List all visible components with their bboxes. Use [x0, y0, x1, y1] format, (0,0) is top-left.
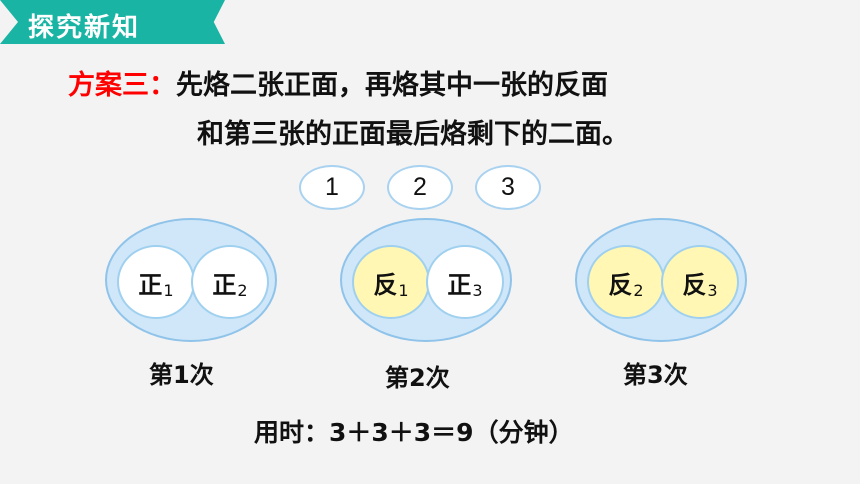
cake-face-text: 反	[682, 270, 707, 299]
cake-face-text: 正	[212, 270, 237, 299]
cake-face-text: 反	[608, 270, 633, 299]
cake-face-index: 3	[472, 280, 483, 300]
number-pill-2: 2	[387, 165, 453, 210]
cake-face-text: 反	[373, 270, 398, 299]
section-title: 探究新知	[28, 13, 141, 43]
plan-label: 方案三：	[68, 70, 176, 101]
cake-face-index: 1	[398, 280, 409, 300]
round-2-label: 第2次	[385, 364, 450, 392]
plan-text-1: 先烙二张正面，再烙其中一张的反面	[176, 70, 608, 101]
section-tag	[0, 0, 225, 44]
cake-face-index: 3	[707, 280, 718, 300]
plan-line-2: 和第三张的正面最后烙剩下的二面。	[197, 119, 629, 150]
cake-face-index: 2	[633, 280, 644, 300]
number-pill-1: 1	[299, 165, 365, 210]
cake-face-index: 2	[237, 280, 248, 300]
cake-face-index: 1	[163, 280, 174, 300]
round-3-label: 第3次	[623, 361, 688, 389]
time-summary: 用时：3＋3＋3＝9（分钟）	[254, 418, 574, 447]
cake-face-text: 正	[447, 270, 472, 299]
number-pill-3: 3	[475, 165, 541, 210]
cake-face-text: 正	[138, 270, 163, 299]
plan-line-1: 方案三：先烙二张正面，再烙其中一张的反面	[68, 63, 608, 102]
round-1-label: 第1次	[149, 361, 214, 389]
